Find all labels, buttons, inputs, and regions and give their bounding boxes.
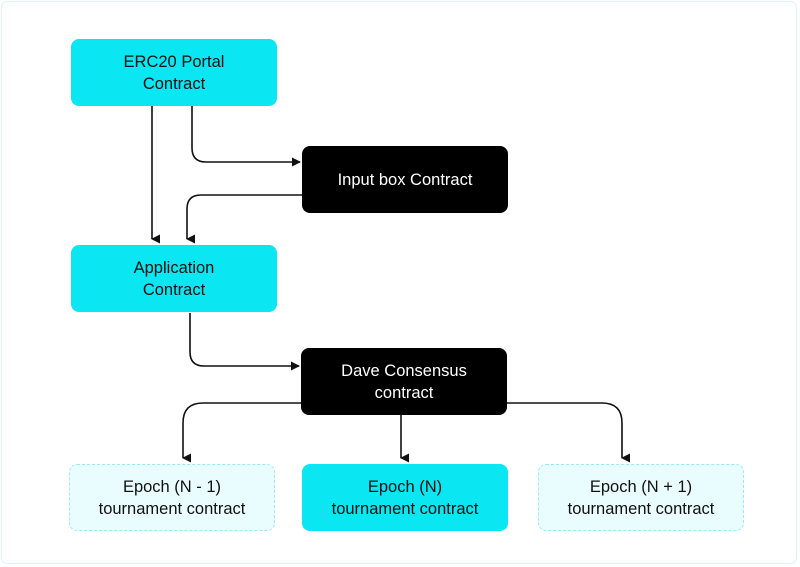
erc20-portal-line1: ERC20 Portal (123, 52, 225, 71)
dave-consensus-line1: Dave Consensus (341, 361, 467, 380)
edge-dave-to-epoch-prev (182, 402, 302, 463)
input-box-node: Input box Contract (302, 146, 508, 213)
erc20-portal-node: ERC20 Portal Contract (71, 39, 277, 106)
application-line1: Application (133, 258, 215, 277)
edge-dave-to-epoch-next (505, 402, 630, 463)
input-box-line1: Input box Contract (337, 170, 473, 189)
epoch-curr-line2: tournament contract (331, 499, 479, 518)
epoch-curr-node: Epoch (N) tournament contract (302, 464, 508, 531)
epoch-curr-line1: Epoch (N) (367, 477, 443, 496)
edge-erc20-to-inputbox (191, 106, 301, 167)
epoch-prev-line1: Epoch (N - 1) (122, 477, 222, 496)
epoch-prev-node: Epoch (N - 1) tournament contract (69, 464, 275, 531)
epoch-next-line2: tournament contract (567, 499, 715, 518)
dave-consensus-line2: contract (374, 383, 434, 402)
application-line2: Contract (142, 280, 206, 299)
epoch-prev-line2: tournament contract (98, 499, 246, 518)
dave-consensus-node: Dave Consensus contract (301, 348, 507, 415)
edge-application-to-dave (189, 313, 300, 371)
erc20-portal-line2: Contract (142, 74, 206, 93)
application-node: Application Contract (71, 245, 277, 312)
edge-inputbox-to-application (186, 194, 302, 244)
epoch-next-node: Epoch (N + 1) tournament contract (538, 464, 744, 531)
epoch-next-line1: Epoch (N + 1) (589, 477, 693, 496)
